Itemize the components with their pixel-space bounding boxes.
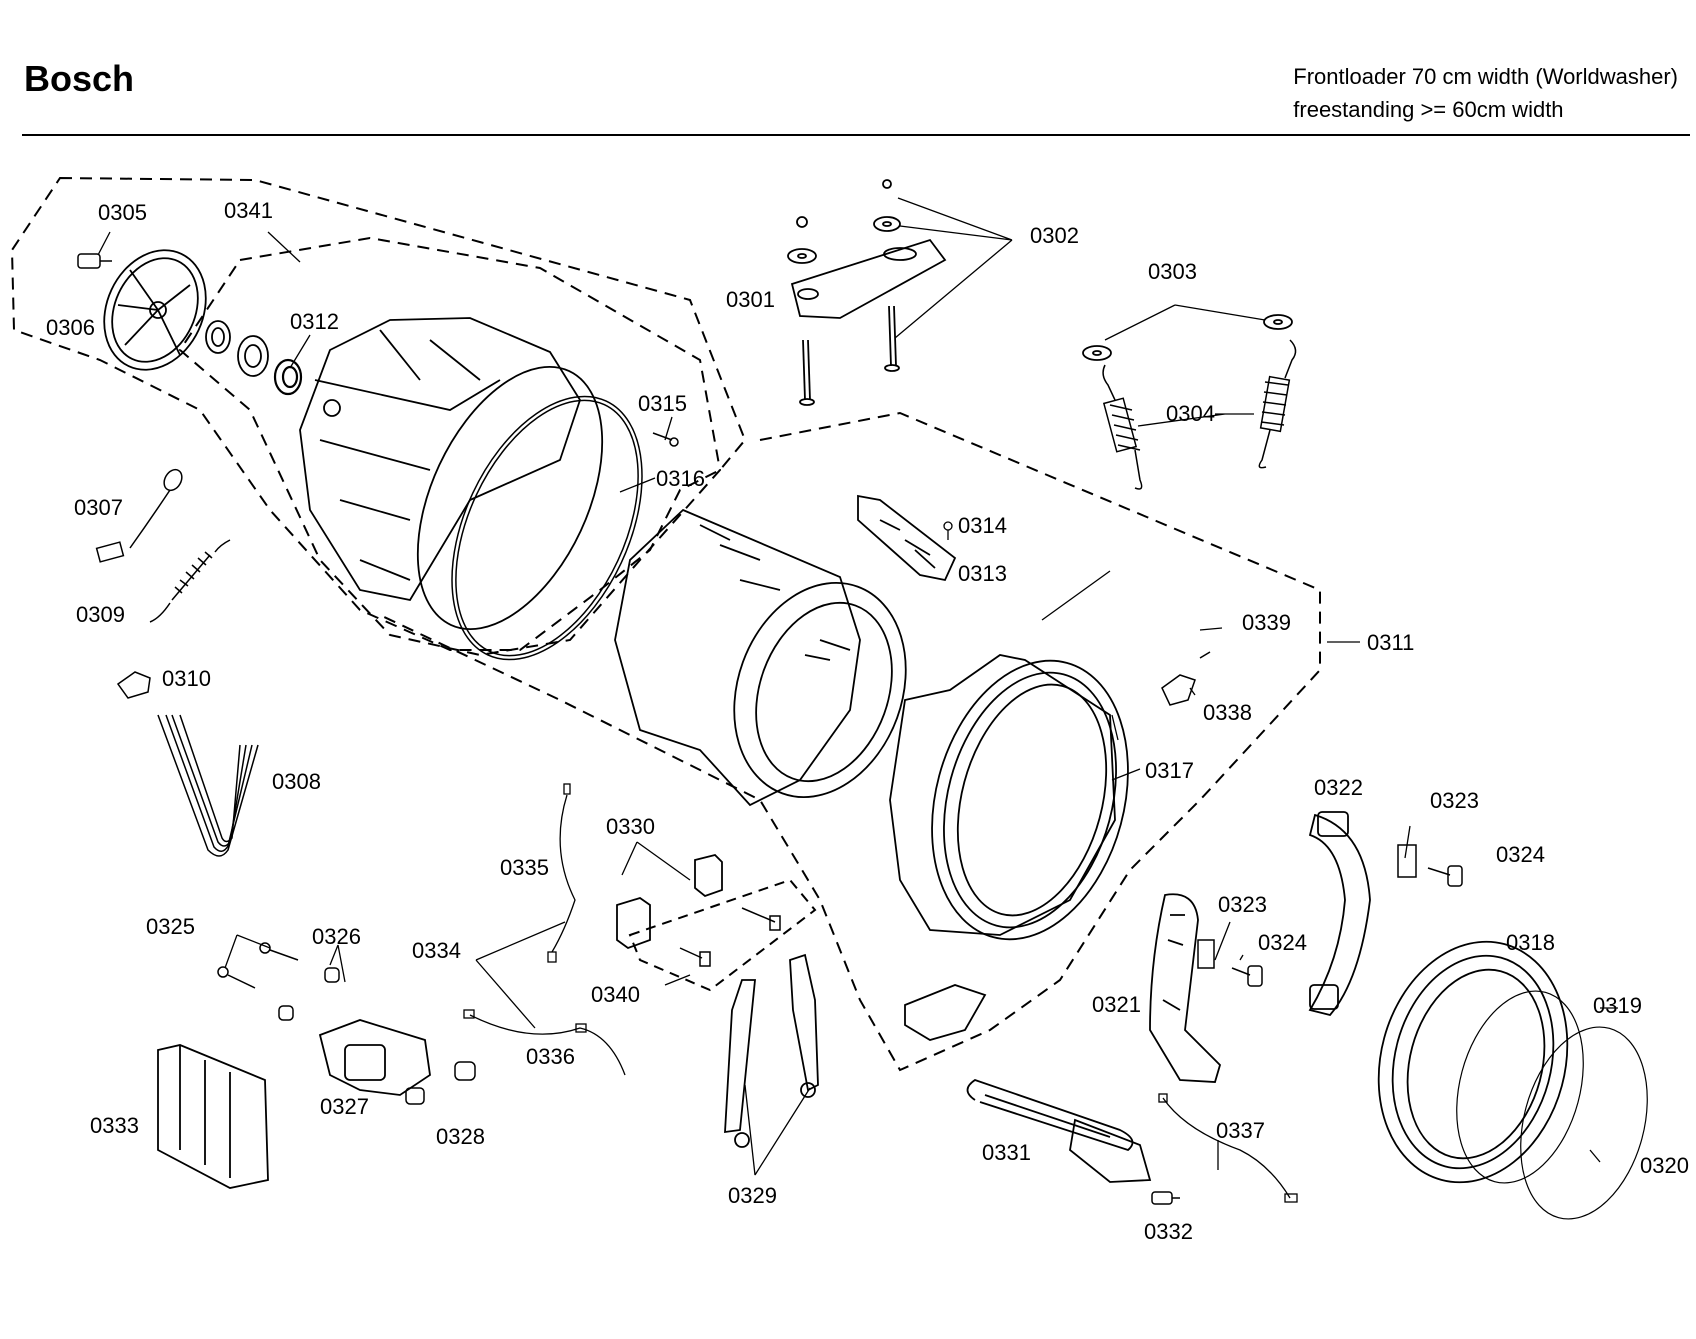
label-0324-b: 0324	[1258, 930, 1307, 955]
door-clamp-part-0319	[1456, 990, 1584, 1184]
label-0330: 0330	[606, 814, 655, 839]
crossbar-part-0301	[790, 238, 947, 319]
label-0324-a: 0324	[1496, 842, 1545, 867]
part-labels: 0301 0302 0303 0304 0305 0306 0307 0308 …	[46, 198, 1689, 1244]
label-0335: 0335	[500, 855, 549, 880]
label-0312: 0312	[290, 309, 339, 334]
label-0332: 0332	[1144, 1219, 1193, 1244]
bracket-part-0322	[1308, 811, 1371, 1017]
label-0306: 0306	[46, 315, 95, 340]
pulley-part-0306	[103, 249, 207, 371]
label-0328: 0328	[436, 1124, 485, 1149]
label-0327: 0327	[320, 1094, 369, 1119]
shock-absorber-parts-0329	[724, 953, 819, 1148]
label-0303: 0303	[1148, 259, 1197, 284]
label-0301: 0301	[726, 287, 775, 312]
group-outline-0340	[628, 878, 817, 992]
group-outline-0311	[379, 411, 1321, 1072]
cap-part-0328	[405, 1061, 476, 1105]
brand-title: Bosch	[24, 58, 135, 99]
label-0321: 0321	[1092, 992, 1141, 1017]
screw-parts-0325	[217, 942, 299, 989]
sensor-part-0332	[1151, 1191, 1180, 1205]
screw-parts-0324	[1231, 865, 1463, 987]
leader-lines	[97, 197, 1618, 1176]
label-0310: 0310	[162, 666, 211, 691]
label-0311: 0311	[1367, 630, 1414, 655]
label-0308: 0308	[272, 769, 321, 794]
label-0340: 0340	[591, 982, 640, 1007]
seal-part-0312	[273, 358, 303, 396]
spring-part-0309	[149, 539, 231, 623]
label-0337: 0337	[1216, 1118, 1265, 1143]
pump-part-0327	[318, 1019, 431, 1096]
label-0329: 0329	[728, 1183, 777, 1208]
pin-part-0339	[1199, 651, 1211, 659]
fastener-parts-0302	[787, 179, 901, 406]
label-0341: 0341	[224, 198, 273, 223]
subtitle-line-2: freestanding >= 60cm width	[1293, 97, 1564, 122]
block-parts-0330	[616, 854, 723, 950]
belt-part-0308	[157, 714, 259, 857]
control-module-part-0333	[157, 1044, 269, 1189]
subtitle-line-1: Frontloader 70 cm width (Worldwasher)	[1293, 64, 1678, 89]
label-0326: 0326	[312, 924, 361, 949]
clamp-part-0338	[1161, 674, 1196, 706]
header-rule	[22, 134, 1690, 136]
label-0315: 0315	[638, 391, 687, 416]
label-0307: 0307	[74, 495, 123, 520]
label-0320: 0320	[1640, 1153, 1689, 1178]
heater-part-0331	[966, 1079, 1152, 1183]
label-0339: 0339	[1242, 610, 1291, 635]
label-0338: 0338	[1203, 700, 1252, 725]
label-0309: 0309	[76, 602, 125, 627]
door-part-0318	[1377, 940, 1569, 1184]
label-0318: 0318	[1506, 930, 1555, 955]
lifter-part-0313	[857, 494, 957, 582]
screw-part-0315	[652, 432, 679, 447]
door-glass-part-0320	[1520, 1026, 1648, 1220]
label-0333: 0333	[90, 1113, 139, 1138]
label-0302: 0302	[1030, 223, 1079, 248]
screw-part-0314	[943, 521, 953, 540]
label-0319: 0319	[1593, 993, 1642, 1018]
front-tub-part-0317	[889, 654, 1129, 941]
label-0314: 0314	[958, 513, 1007, 538]
label-0336: 0336	[526, 1044, 575, 1069]
drum-part	[614, 508, 907, 807]
clip-part-0310	[116, 671, 151, 699]
label-0313: 0313	[958, 561, 1007, 586]
cable-parts	[463, 783, 1298, 1203]
label-0317: 0317	[1145, 758, 1194, 783]
bracket-part-bottom	[904, 984, 987, 1041]
label-0323-b: 0323	[1218, 892, 1267, 917]
label-0322: 0322	[1314, 775, 1363, 800]
label-0334: 0334	[412, 938, 461, 963]
seal-ring-part-0316	[451, 395, 643, 661]
group-outline-0341	[10, 176, 747, 651]
bolt-parts-0340	[679, 907, 781, 967]
label-0331: 0331	[982, 1140, 1031, 1165]
shim-part-0323	[1197, 844, 1417, 969]
label-0305: 0305	[98, 200, 147, 225]
bearing-parts	[205, 320, 269, 377]
washer-parts-0303	[1082, 314, 1293, 361]
sensor-part-0307	[95, 468, 183, 563]
group-outline-inner-tub	[178, 236, 722, 657]
label-0325: 0325	[146, 914, 195, 939]
cap-parts-0326	[278, 967, 340, 1021]
bracket-part-0321	[1149, 893, 1222, 1083]
spring-parts-0304	[1102, 339, 1297, 490]
label-0316: 0316	[656, 466, 705, 491]
rear-tub-part-0341	[299, 317, 604, 630]
label-0323-a: 0323	[1430, 788, 1479, 813]
label-0304: 0304	[1166, 401, 1215, 426]
bolt-part-0305	[77, 253, 112, 269]
diagram-subtitle: Frontloader 70 cm width (Worldwasher) fr…	[1293, 60, 1678, 126]
